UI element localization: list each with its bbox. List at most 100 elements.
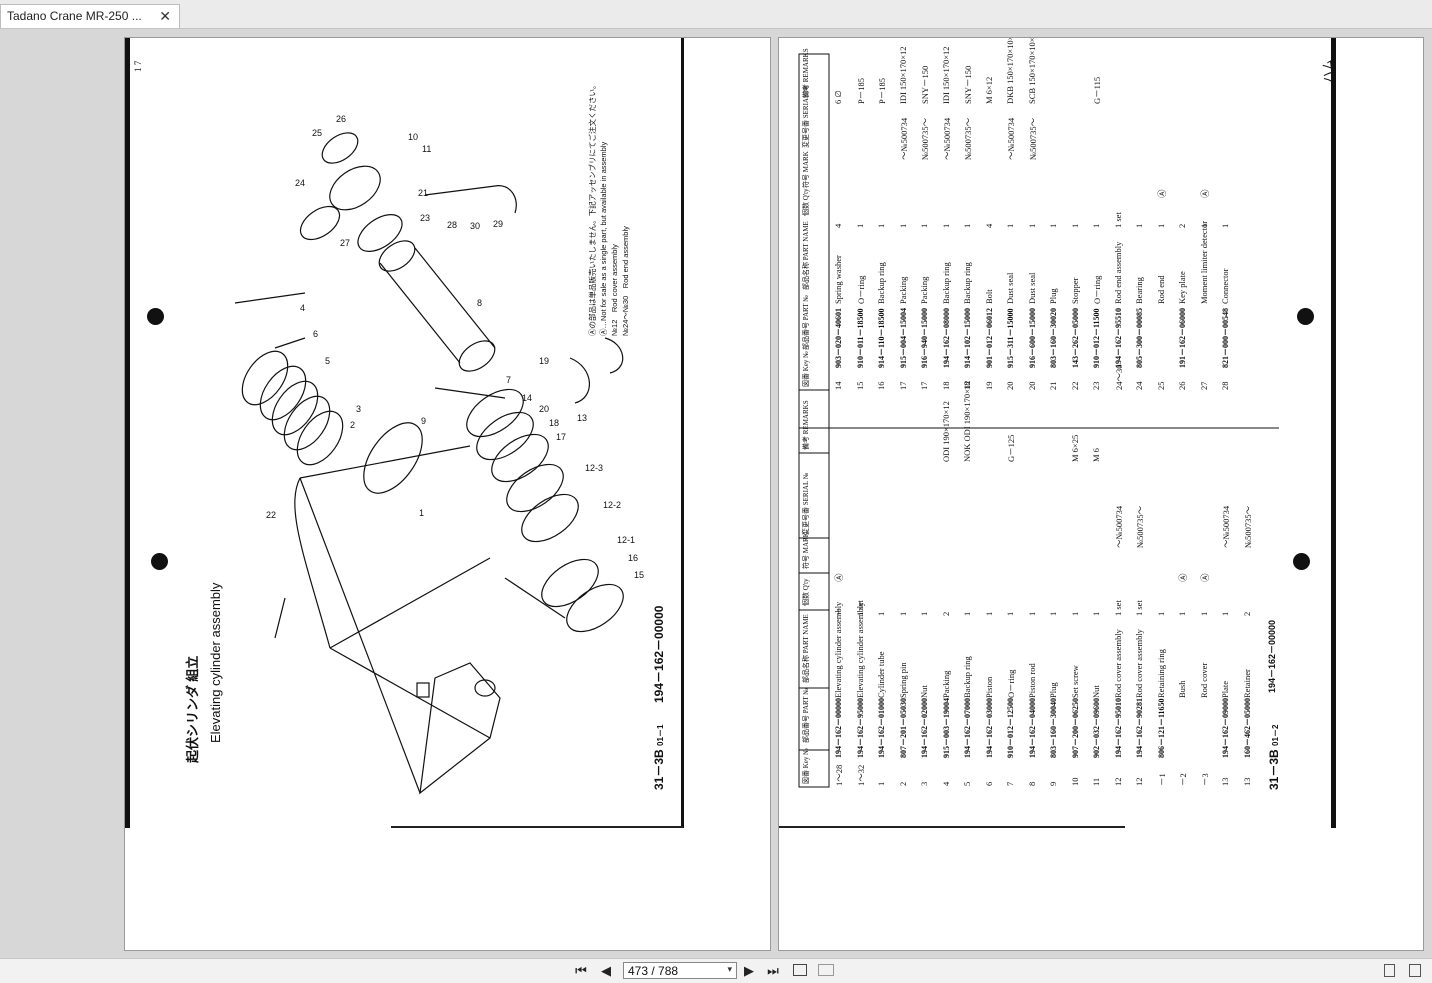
close-tab-icon[interactable]: ✕ [159,8,171,24]
table-cell-part: 160－462－05000 [1242,698,1252,758]
table-cell-name: Key plate [1177,271,1187,304]
page-dropdown-icon[interactable]: ▾ [727,964,732,974]
table-cell-part: 901－012－06012 [984,308,994,368]
table-cell-name: Nut [919,685,929,698]
table-cell-remarks: DKB 150×170×10×14 [1005,37,1015,104]
corner-mark: ハム [1321,58,1335,83]
table-cell-qty: 4 [983,223,994,228]
table-cell-part: 915－311－15000 [1006,308,1015,368]
callout-28: 28 [447,220,458,230]
table-cell-qty: 1 [1177,611,1187,616]
table-cell-qty: 1 [1026,611,1037,616]
callout-26: 26 [336,114,347,124]
table-cell-qty: 1 [962,611,972,616]
table-cell-key: 1～32 [855,764,866,786]
page-number-input[interactable]: 473 / 788 ▾ [623,962,737,979]
callout-2: 2 [350,420,356,430]
binder-hole [1297,308,1314,325]
binder-hole [151,553,168,570]
table-cell-key: 12 [1112,777,1123,787]
page-number-value[interactable]: 473 / 788 [628,964,679,978]
table-cell-qty: 1 [876,611,886,616]
table-cell-key: 18 [940,381,951,391]
table-cell-serial: №500735～ [1242,505,1253,548]
binder-hole [147,308,164,325]
table-cell-key: 16 [876,381,886,391]
table-cell-qty: 1 [1134,223,1144,228]
first-page-icon[interactable]: ⏮ [575,963,587,978]
navigation-toolbar: ⏮ ◀ 473 / 788 ▾ ▶ ⏭ [0,958,1432,983]
table-cell-qty: 1 [940,223,951,228]
table-cell-name: Plug [1048,682,1058,698]
table-cell-key: 28 [1220,381,1230,391]
table-cell-part: 803－160－30040 [1049,698,1058,758]
tab-bar: Tadano Crane MR-250 ... ✕ [0,0,1432,29]
table-cell-serial: ～№500734 [898,117,909,160]
table-cell-part: 194－162－95000 [855,698,865,758]
callout-13: 13 [577,413,588,423]
table-cell-remarks: M 6×25 [1069,434,1080,462]
callout-1: 1 [419,508,425,518]
table-cell-qty: 1 [919,223,929,228]
header-remarks: 備考 REMARKS [802,400,810,450]
table-cell-key: 5 [962,781,972,786]
document-tab[interactable]: Tadano Crane MR-250 ... ✕ [0,4,180,28]
table-cell-name: Rod cover assembly [1134,629,1144,698]
table-cell-key: 21 [1048,381,1058,391]
table-cell-qty: 1 [1220,223,1230,228]
table-cell-key: 2 [897,781,908,786]
table-cell-name: Backup ring [962,656,972,698]
table-cell-part: 910－012－12500 [1006,698,1015,758]
table-cell-key: 13 [1241,777,1252,787]
table-cell-qty: 1 [1005,223,1015,228]
table-cell-name: O－ring [1006,669,1016,698]
table-cell-part: 194－162－00000 [834,698,843,758]
table-cell-part: 191－162－06000 [1178,308,1187,368]
table-cell-qty: 1 [1220,611,1230,616]
table-cell-qty: 1 [1091,223,1101,228]
table-cell-serial: ～№500734 [1221,505,1231,548]
table-cell-name: Bush [1177,680,1187,698]
table-cell-key: －1 [1156,773,1167,786]
next-page-icon[interactable]: ▶ [744,963,754,978]
table-cell-part: 194－162－07000 [963,698,972,758]
pages-icon[interactable] [1409,964,1421,977]
callout-22: 22 [266,510,277,520]
callout-16: 16 [628,553,639,563]
two-page-view-icon[interactable] [818,964,834,976]
callout-3: 3 [356,404,362,414]
callout-19: 19 [539,356,550,366]
document-viewer[interactable]: 1 7 起伏シリンダ 組立 Elevating cylinder assembl… [0,29,1432,958]
table-cell-qty: 2 [1177,223,1187,228]
table-cell-mark: Ⓐ [1156,189,1167,198]
table-cell-name: Plate [1220,681,1230,698]
table-cell-part: 806－121－11650 [1156,698,1166,758]
table-cell-key: 6 [983,781,994,786]
last-page-icon[interactable]: ⏭ [767,963,779,978]
single-page-view-icon[interactable] [793,964,807,976]
table-cell-key: 9 [1048,781,1058,786]
right-page: ハム 図番 Key № 部品番号 PART № 部品名称 PART NAME 個… [778,37,1424,951]
table-cell-name: Moment limiter detector [1198,220,1209,304]
table-cell-key: 17 [897,381,908,391]
table-cell-name: Bearing [1134,277,1144,304]
tab-title[interactable]: Tadano Crane MR-250 ... [7,9,142,23]
table-cell-name: Piston rod [1026,663,1037,698]
table-cell-name: Rod cover [1198,662,1209,698]
table-cell-name: Packing [940,670,951,698]
table-cell-name: Backup ring [940,262,951,304]
table-cell-qty: 1 set [1112,600,1123,616]
table-cell-name: Elevating cylinder assembly [833,601,843,698]
previous-page-icon[interactable]: ◀ [601,963,611,978]
header-qty: 個数 Q'ty [802,578,810,606]
page-code-main-right: 31－3B [1267,749,1281,790]
page-edge-rule [1331,38,1336,828]
table-cell-mark: Ⓐ [834,573,844,582]
table-cell-part: 902－032－09600 [1092,698,1101,758]
table-cell-key: 26 [1177,381,1187,391]
page-code-right: 31－3B 01－2 [1265,725,1282,790]
table-cell-key: 1 [876,781,886,786]
document-icon[interactable] [1384,964,1395,977]
table-cell-key: 25 [1155,381,1166,391]
table-cell-name: Connector [1220,268,1230,304]
